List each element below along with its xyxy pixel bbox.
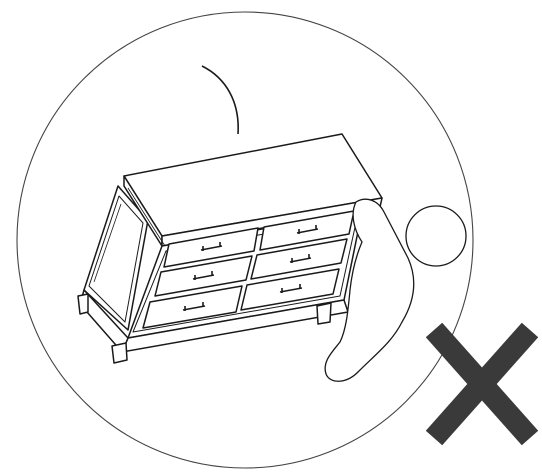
drawer-5: [142, 285, 243, 329]
person-head: [405, 205, 467, 267]
foot-front-left: [111, 342, 128, 364]
person-icon: [324, 198, 467, 382]
foot-front-right: [316, 302, 332, 325]
prohibited-x-icon: [425, 322, 539, 446]
motion-arc-icon: [201, 65, 239, 135]
foot-left-back: [77, 293, 89, 315]
person-body: [324, 198, 415, 382]
drawer-3: [154, 255, 253, 297]
scene-circle: [16, 11, 474, 469]
dresser-icon: [77, 133, 383, 364]
drawer-4: [250, 238, 348, 280]
drawer-handles: [182, 225, 319, 311]
